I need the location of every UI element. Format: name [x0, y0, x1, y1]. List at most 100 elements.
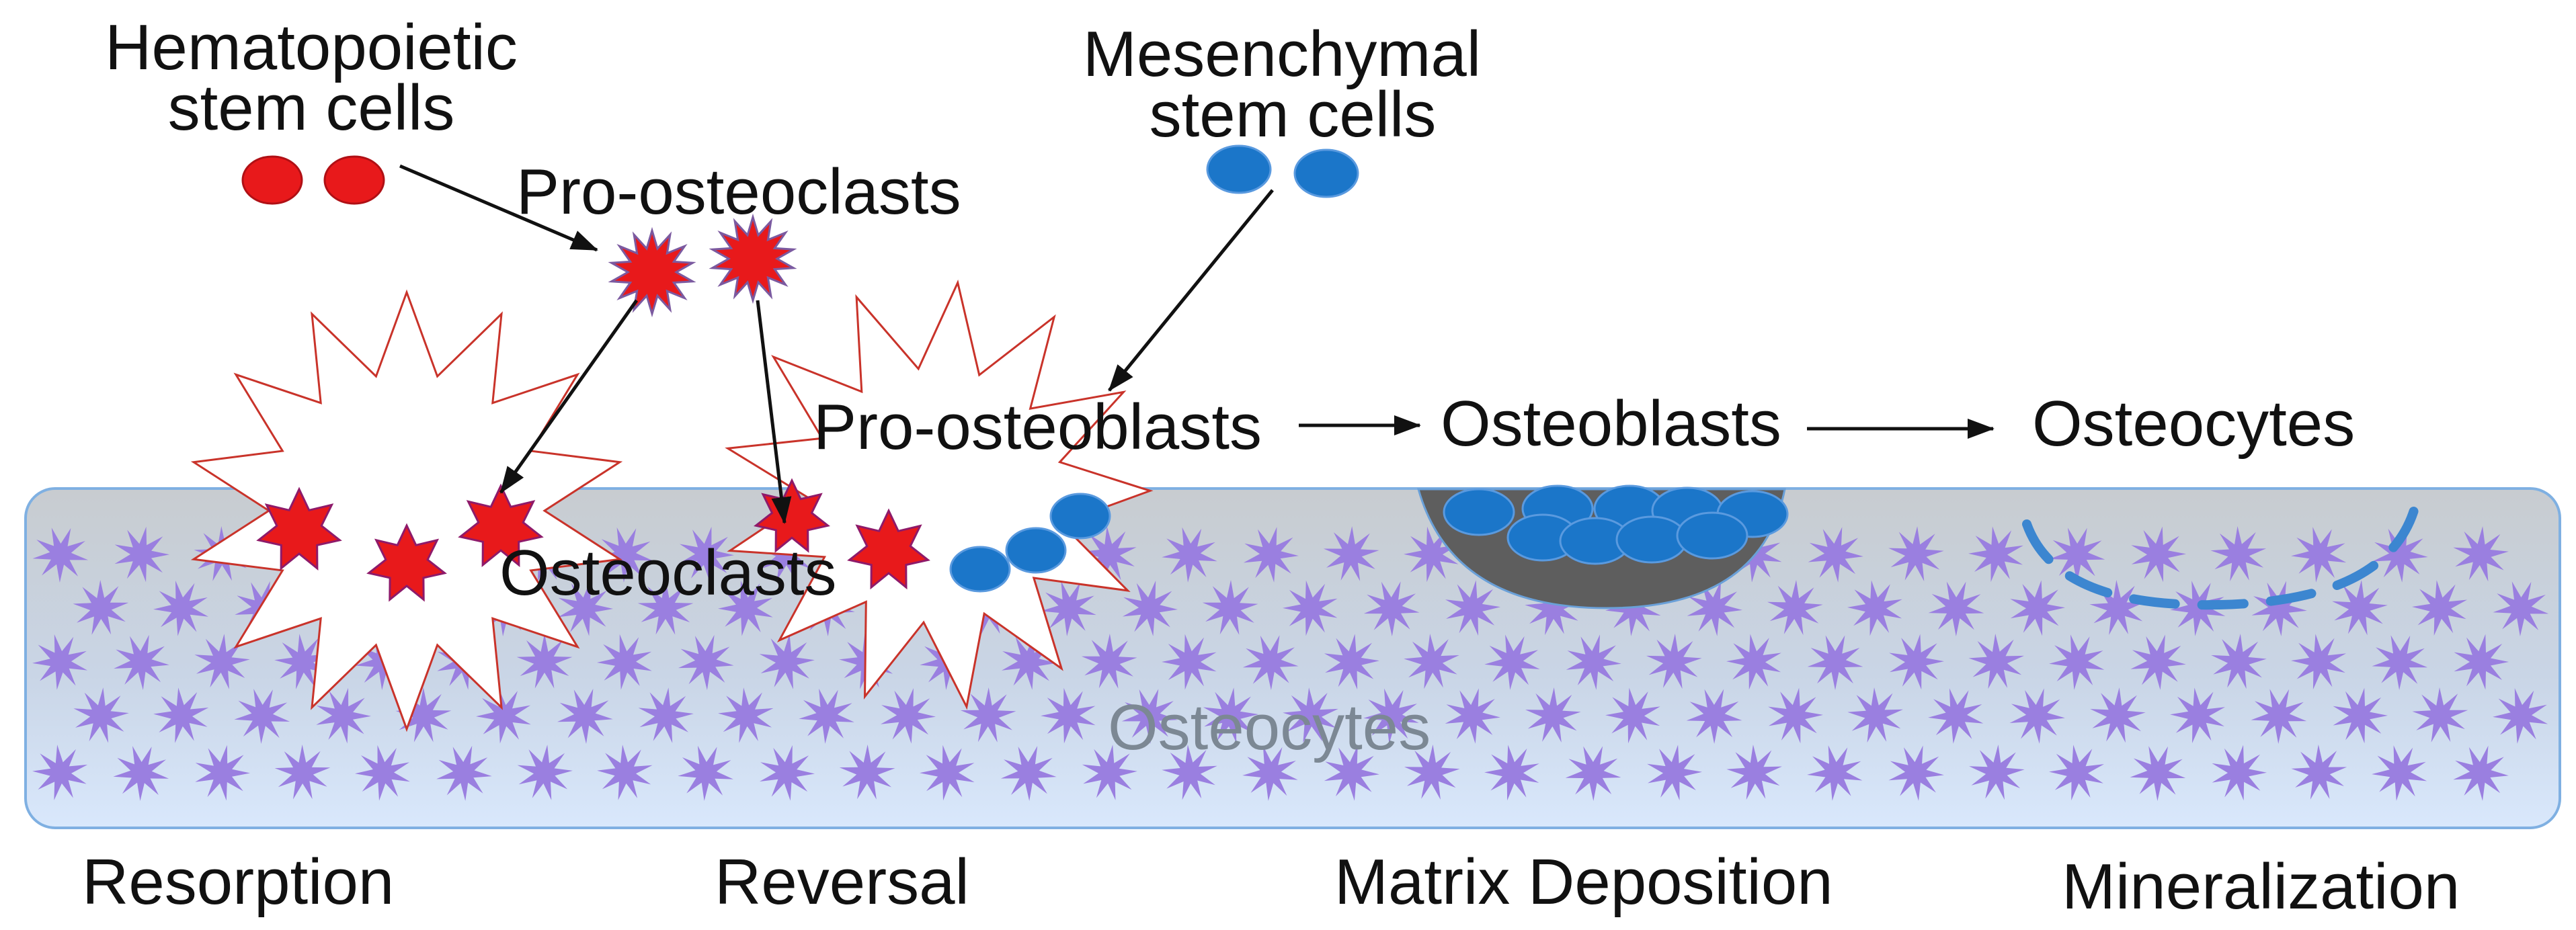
- osteocyte-icon: [881, 688, 936, 744]
- osteocyte-icon: [1445, 688, 1500, 744]
- osteocyte-icon: [195, 745, 250, 801]
- osteocyte-icon: [2210, 526, 2267, 581]
- osteocyte-icon: [920, 745, 975, 801]
- label-osteocytes-top: Osteocytes: [2032, 388, 2355, 460]
- osteocyte-icon: [1203, 687, 1258, 743]
- osteocyte-icon: [2211, 634, 2267, 689]
- osteocyte-icon: [153, 581, 208, 636]
- osteocyte-icon: [1847, 580, 1902, 636]
- osteocyte-icon: [2453, 526, 2509, 582]
- osteocyte-icon: [2170, 581, 2226, 636]
- osteoblast-cell: [1676, 511, 1748, 560]
- osteocyte-icon: [1484, 634, 1540, 690]
- osteocyte-icon: [679, 526, 734, 583]
- osteocyte-icon: [1807, 635, 1863, 690]
- osteocyte-icon: [1566, 634, 1621, 690]
- osteocyte-icon: [1847, 687, 1903, 743]
- osteocyte-icon: [153, 687, 209, 743]
- osteocyte-icon: [638, 687, 694, 743]
- osteocyte-icon: [2049, 745, 2104, 801]
- label-hsc-line2: stem cells: [168, 72, 455, 144]
- osteocyte-icon: [1081, 634, 1137, 689]
- osteoclast-icon: [458, 483, 544, 568]
- bone-tissue: [24, 487, 2561, 829]
- phase-mineralization: Mineralization: [2062, 851, 2460, 923]
- osteocyte-icon: [2049, 634, 2105, 690]
- osteocyte-icon: [32, 745, 88, 800]
- label-msc-line1: Mesenchymal: [1083, 18, 1481, 90]
- reversal-burst: [725, 279, 1154, 710]
- arrow-hsc-to-pro-osteoclasts: [399, 164, 598, 252]
- osteocyte-icon: [718, 687, 774, 743]
- hematopoietic-stem-cells-icon: [241, 155, 385, 205]
- osteocyte-icon: [2251, 689, 2307, 744]
- label-osteocytes-bone: Osteocytes: [1108, 691, 1431, 763]
- osteocyte-icon: [1605, 687, 1660, 744]
- osteocyte-icon: [2212, 745, 2267, 801]
- osteocyte-icon: [2493, 581, 2549, 636]
- osteocyte-icon: [2251, 581, 2307, 636]
- reversal-pro-osteoblast-cells: [949, 493, 1111, 593]
- osteocyte-icon: [678, 634, 734, 690]
- osteocyte-icon: [2131, 526, 2186, 583]
- osteocyte-icon: [1324, 745, 1379, 801]
- osteocyte-icon: [1767, 580, 1823, 636]
- osteocyte-icon: [114, 634, 169, 690]
- osteocyte-icon: [2333, 687, 2388, 744]
- phase-reversal: Reversal: [715, 846, 969, 918]
- arrow-pro-osteoclast-to-osteoclasts: [499, 299, 639, 494]
- osteocyte-icon: [558, 580, 613, 636]
- osteocyte-icon: [1283, 580, 1338, 636]
- blue-cell: [1049, 493, 1111, 540]
- blue-cell: [1293, 149, 1359, 198]
- osteocyte-icon: [2493, 688, 2548, 744]
- osteocyte-icon: [1041, 687, 1096, 744]
- osteocyte-icon: [316, 687, 371, 744]
- osteocyte-icon: [1363, 581, 1420, 636]
- osteocyte-icon: [1726, 745, 1782, 800]
- osteocyte-icon: [2130, 746, 2186, 801]
- osteoclast-icon: [366, 523, 447, 602]
- osteocyte-icon: [1081, 526, 1137, 582]
- osteocyte-icon: [1000, 746, 1057, 801]
- osteocyte-icon: [2372, 745, 2427, 801]
- osteocyte-icon: [1687, 581, 1742, 636]
- osteocyte-icon: [2049, 527, 2105, 583]
- osteocyte-icon: [839, 745, 895, 800]
- mineralization-arc: [2022, 496, 2421, 610]
- osteocyte-icon: [1445, 580, 1500, 636]
- osteocyte-icon: [1889, 634, 1944, 690]
- osteoblast-cell: [1443, 488, 1515, 536]
- osteocyte-icon: [1242, 745, 1298, 801]
- osteocyte-icon: [1808, 527, 1863, 583]
- osteocyte-icon: [557, 688, 613, 744]
- osteocyte-icon: [1968, 526, 2023, 583]
- osteocyte-icon: [2130, 634, 2186, 690]
- osteocyte-icon: [517, 745, 573, 800]
- osteocyte-icon: [597, 527, 653, 583]
- osteocyte-icon: [1323, 526, 1379, 581]
- osteocyte-icon: [597, 634, 652, 690]
- mesenchymal-stem-cells-icon: [1206, 144, 1359, 198]
- osteocyte-icon: [1928, 688, 1984, 744]
- pro-osteoclast-icon: [709, 213, 797, 304]
- label-hsc-line1: Hematopoietic: [105, 11, 518, 83]
- arrow-msc-to-pro-osteoblasts: [1108, 189, 1274, 392]
- osteocyte-icon: [1565, 746, 1621, 801]
- label-pro-osteoclasts: Pro-osteoclasts: [516, 156, 961, 228]
- osteocyte-icon: [718, 580, 773, 636]
- osteocyte-icon: [1243, 527, 1299, 583]
- red-cell: [323, 155, 385, 205]
- osteocyte-icon: [1404, 634, 1459, 689]
- osteocyte-icon: [1082, 745, 1137, 800]
- osteocyte-icon: [1888, 526, 1944, 582]
- label-msc-line2: stem cells: [1150, 79, 1437, 151]
- osteocyte-icon: [1404, 526, 1459, 583]
- osteocyte-icon: [597, 745, 653, 800]
- osteocyte-icon: [1768, 687, 1823, 744]
- osteocyte-icon: [2291, 745, 2347, 800]
- osteocyte-icon: [1605, 581, 1661, 636]
- osteocyte-icon: [960, 687, 1016, 743]
- blue-cell: [1005, 527, 1067, 574]
- pro-osteoclast-icon: [608, 226, 696, 318]
